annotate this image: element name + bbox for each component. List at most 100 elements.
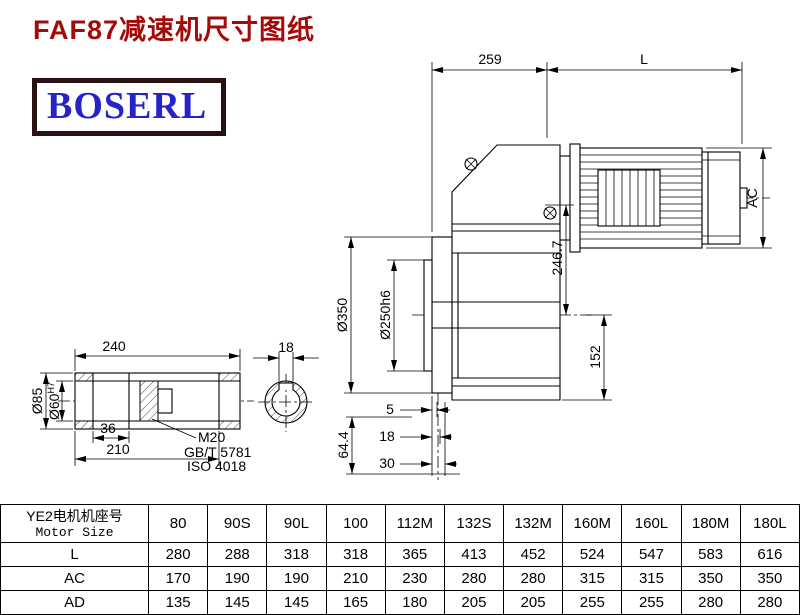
table-cell: 318 bbox=[266, 542, 327, 567]
dimension-259: 259 bbox=[431, 51, 548, 232]
table-cell: 452 bbox=[503, 542, 564, 567]
table-cell: 318 bbox=[325, 542, 386, 567]
dimension-152: 152 bbox=[562, 314, 612, 401]
table-cell: 547 bbox=[621, 542, 682, 567]
table-cell: 205 bbox=[443, 590, 505, 615]
table-corner-cell: YE2电机机座号 Motor Size bbox=[0, 504, 149, 543]
table-cell: 165 bbox=[325, 590, 386, 615]
motor-size-label-en: Motor Size bbox=[35, 524, 114, 540]
row-label: AD bbox=[0, 590, 149, 615]
table-cell: 180 bbox=[384, 590, 445, 615]
table-cell: 280 bbox=[680, 590, 741, 615]
boserl-logo-box: BOSERL bbox=[32, 78, 227, 136]
column-header: 180M bbox=[680, 504, 741, 543]
table-cell: 524 bbox=[562, 542, 623, 567]
column-header: 100 bbox=[325, 504, 386, 543]
dimension-d350: Ø350 bbox=[334, 236, 432, 394]
table-header-row: YE2电机机座号 Motor Size 80 90S 90L 100 112M … bbox=[0, 504, 800, 543]
table-cell: 145 bbox=[207, 590, 268, 615]
dimension-64-4: 64.4 bbox=[335, 416, 460, 475]
table-cell: 255 bbox=[562, 590, 623, 615]
table-cell: 315 bbox=[562, 566, 623, 591]
table-row-L: L 280 288 318 318 365 413 452 524 547 58… bbox=[0, 542, 800, 567]
column-header: 80 bbox=[147, 504, 209, 543]
motor-core bbox=[597, 169, 661, 227]
table-cell: 280 bbox=[443, 566, 505, 591]
dimension-210: 210 bbox=[74, 431, 220, 466]
table-cell: 350 bbox=[739, 566, 800, 591]
dim-210-label: 210 bbox=[106, 441, 130, 457]
dim-AC-label: AC bbox=[744, 188, 760, 207]
dimension-30: 30 bbox=[379, 455, 457, 471]
dim-L-label: L bbox=[640, 51, 648, 67]
table-cell: 280 bbox=[739, 590, 800, 615]
dimension-36: 36 bbox=[92, 420, 130, 443]
column-header: 90L bbox=[266, 504, 327, 543]
table-cell: 413 bbox=[443, 542, 505, 567]
dimension-18-keyway: 18 bbox=[253, 339, 319, 381]
dim-18-flange-label: 18 bbox=[379, 428, 395, 444]
output-flange bbox=[423, 236, 560, 394]
table-cell: 255 bbox=[621, 590, 682, 615]
motor-size-table: YE2电机机座号 Motor Size 80 90S 90L 100 112M … bbox=[0, 504, 800, 615]
gearbox-housing bbox=[451, 144, 561, 401]
table-cell: 135 bbox=[147, 590, 209, 615]
dim-30-label: 30 bbox=[379, 455, 395, 471]
dimension-AC: AC bbox=[706, 147, 772, 249]
column-header: 180L bbox=[739, 504, 800, 543]
column-header: 160M bbox=[562, 504, 623, 543]
dim-259-label: 259 bbox=[478, 51, 502, 67]
table-cell: 230 bbox=[384, 566, 445, 591]
table-row-AD: AD 135 145 145 165 180 205 205 255 255 2… bbox=[0, 590, 800, 615]
table-cell: 145 bbox=[266, 590, 327, 615]
dim-246-7-label: 246.7 bbox=[549, 240, 565, 275]
shaft-cross-section bbox=[258, 374, 314, 432]
thread-spec-label: M20 bbox=[198, 429, 225, 445]
column-header: 132S bbox=[443, 504, 505, 543]
dim-64-4-label: 64.4 bbox=[335, 431, 351, 458]
table-cell: 190 bbox=[266, 566, 327, 591]
table-cell: 170 bbox=[147, 566, 209, 591]
dim-d60H7-label: Ø60H7 bbox=[46, 382, 62, 420]
row-label: AC bbox=[0, 566, 149, 591]
table-cell: 365 bbox=[384, 542, 445, 567]
dimension-L: L bbox=[547, 51, 743, 144]
technical-drawing: 259 L AC Ø350 Ø250h6 246.7 bbox=[29, 51, 772, 480]
table-cell: 350 bbox=[680, 566, 741, 591]
fan-cover bbox=[701, 151, 748, 245]
page-title: FAF87减速机尺寸图纸 bbox=[33, 15, 316, 45]
table-cell: 205 bbox=[503, 590, 564, 615]
table-cell: 280 bbox=[147, 542, 209, 567]
column-header: 132M bbox=[503, 504, 564, 543]
dim-152-label: 152 bbox=[587, 345, 603, 369]
table-cell: 210 bbox=[325, 566, 386, 591]
dimension-246-7: 246.7 bbox=[545, 204, 574, 315]
dimension-18-flange: 18 bbox=[379, 428, 452, 444]
table-cell: 190 bbox=[207, 566, 268, 591]
column-header: 112M bbox=[384, 504, 445, 543]
thread-std-iso-label: ISO 4018 bbox=[187, 458, 246, 474]
shaft-detail bbox=[58, 372, 254, 430]
motor bbox=[559, 143, 748, 253]
dim-d85-label: Ø85 bbox=[29, 388, 45, 415]
table-row-AC: AC 170 190 190 210 230 280 280 315 315 3… bbox=[0, 566, 800, 591]
boserl-logo-text: BOSERL bbox=[47, 85, 208, 127]
table-cell: 280 bbox=[503, 566, 564, 591]
bolt-symbol bbox=[464, 157, 478, 171]
dimension-240: 240 bbox=[74, 338, 241, 371]
dim-18-keyway-label: 18 bbox=[278, 339, 294, 355]
dim-36-label: 36 bbox=[100, 420, 116, 436]
table-cell: 583 bbox=[680, 542, 741, 567]
dim-d350-label: Ø350 bbox=[334, 298, 350, 332]
motor-size-label-zh: YE2电机机座号 bbox=[26, 507, 123, 524]
dim-5-label: 5 bbox=[386, 401, 394, 417]
table-cell: 315 bbox=[621, 566, 682, 591]
thread-std-gb-label: GB/T 5781 bbox=[184, 444, 252, 460]
table-cell: 288 bbox=[207, 542, 268, 567]
dim-d250h6-label: Ø250h6 bbox=[377, 290, 393, 340]
table-cell: 616 bbox=[739, 542, 800, 567]
dim-240-label: 240 bbox=[102, 338, 126, 354]
thread-callout: M20 GB/T 5781 ISO 4018 bbox=[151, 418, 252, 474]
bolt-symbol bbox=[543, 206, 557, 220]
